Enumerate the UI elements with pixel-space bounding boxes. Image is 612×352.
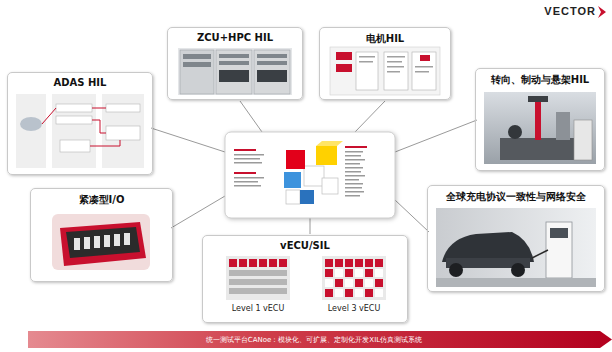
hil-panel: 电机HIL [319, 27, 451, 100]
panel-title: 紧凑型I/O [31, 189, 172, 207]
panel-title: ADAS HIL [8, 73, 152, 88]
leader-lines [151, 101, 477, 234]
vecu-level-label: Level 1 vECU [232, 304, 285, 313]
rack-illustration [178, 48, 292, 95]
logo-chevron [598, 6, 606, 18]
panel-title: 全球充电协议一致性与网络安全 [428, 186, 604, 204]
brand-logo: VECTOR [544, 5, 596, 17]
band-text: 统一测试平台CANoe：模块化、可扩展、定制化开发XIL仿真测试系统 [206, 335, 422, 345]
panel-title: ZCU+HPC HIL [168, 28, 302, 43]
hil-panel: ZCU+HPC HIL [167, 27, 303, 100]
hil-panel: 转向、制动与悬架HIL [475, 68, 605, 171]
io-panel: 紧凑型I/O [30, 188, 173, 282]
charging-panel: 全球充电协议一致性与网络安全 [427, 185, 605, 292]
hil-panel: ADAS HIL [7, 72, 153, 175]
adas-diagram [16, 94, 144, 168]
platform-band: 统一测试平台CANoe：模块化、可扩展、定制化开发XIL仿真测试系统 [28, 331, 600, 348]
band-ground [28, 331, 612, 348]
compact-io-device [52, 214, 150, 270]
panel-title: 转向、制动与悬架HIL [476, 69, 604, 87]
hub-illustration [225, 132, 395, 218]
vecu-grids [226, 256, 386, 300]
motor-diagram [330, 47, 440, 95]
vecu-level-label: Level 3 vECU [328, 304, 381, 313]
panel-title: vECU/SIL [203, 236, 407, 251]
charging-photo [436, 208, 596, 287]
test-rig-photo [484, 92, 596, 164]
panel-title: 电机HIL [320, 28, 450, 46]
